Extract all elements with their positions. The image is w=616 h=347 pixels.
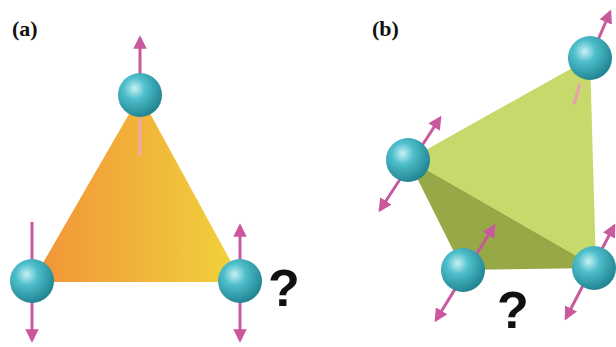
spin-sphere — [118, 73, 162, 117]
panel-label: (b) — [372, 16, 399, 42]
spin-sphere — [10, 259, 54, 303]
spin-arrow — [139, 38, 142, 78]
spin-tail — [139, 118, 142, 156]
spin-sphere — [386, 138, 430, 182]
spin-sphere — [441, 248, 485, 292]
spin-tail — [574, 84, 580, 104]
spin-arrow — [436, 226, 494, 320]
tetra-edge — [408, 160, 596, 268]
tetra-face — [408, 160, 596, 270]
triangle — [32, 95, 242, 282]
question-mark: ? — [497, 284, 529, 336]
spin-sphere — [572, 246, 616, 290]
question-mark: ? — [268, 262, 300, 314]
spin-arrow — [380, 118, 440, 210]
spin-sphere — [218, 259, 262, 303]
spin-arrow — [598, 12, 610, 40]
panel-label: (a) — [12, 16, 38, 42]
spin-sphere — [568, 36, 612, 80]
